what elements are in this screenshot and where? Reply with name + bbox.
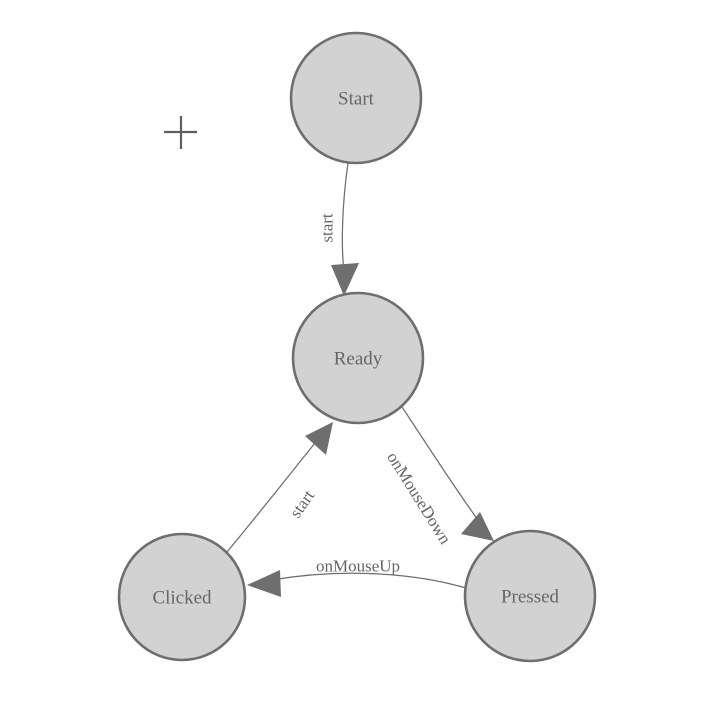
- arrowhead-icon-pressed-to-clicked: [247, 570, 281, 597]
- crosshair-cursor-icon: [164, 116, 197, 149]
- nodes-layer: Start Ready Clicked Pressed: [117, 31, 597, 663]
- state-node-start[interactable]: Start: [289, 31, 423, 165]
- state-node-start-circle[interactable]: [289, 31, 423, 165]
- state-node-pressed[interactable]: Pressed: [463, 529, 597, 663]
- arrowhead-icon-start-to-ready: [331, 263, 359, 296]
- edge-ready-to-pressed[interactable]: [401, 406, 494, 541]
- edge-path-pressed-to-clicked[interactable]: [271, 572, 467, 589]
- edge-label-start-to-ready: start: [318, 213, 337, 243]
- edge-path-start-to-ready[interactable]: [341, 162, 349, 273]
- state-node-ready[interactable]: Ready: [291, 291, 425, 425]
- edge-label-clicked-to-ready: start: [286, 486, 319, 521]
- edge-start-to-ready[interactable]: [331, 162, 359, 296]
- edge-path-ready-to-pressed[interactable]: [401, 406, 479, 521]
- state-node-pressed-label: Pressed: [501, 587, 560, 608]
- arrowhead-icon-clicked-to-ready: [305, 422, 333, 455]
- edge-label-pressed-to-clicked: onMouseUp: [316, 557, 400, 576]
- edge-clicked-to-ready[interactable]: [226, 422, 333, 553]
- arrowhead-icon-ready-to-pressed: [461, 512, 494, 541]
- state-node-clicked-circle[interactable]: [117, 532, 247, 662]
- state-node-clicked-label: Clicked: [152, 588, 212, 609]
- edge-path-clicked-to-ready[interactable]: [226, 442, 316, 553]
- state-node-start-label: Start: [338, 89, 375, 110]
- edge-pressed-to-clicked[interactable]: [247, 570, 467, 597]
- edge-label-ready-to-pressed: onMouseDown: [383, 449, 455, 548]
- state-node-pressed-circle[interactable]: [463, 529, 597, 663]
- state-node-ready-circle[interactable]: [291, 291, 425, 425]
- state-node-clicked[interactable]: Clicked: [117, 532, 247, 662]
- edges-layer: [226, 162, 494, 597]
- state-node-ready-label: Ready: [334, 349, 383, 370]
